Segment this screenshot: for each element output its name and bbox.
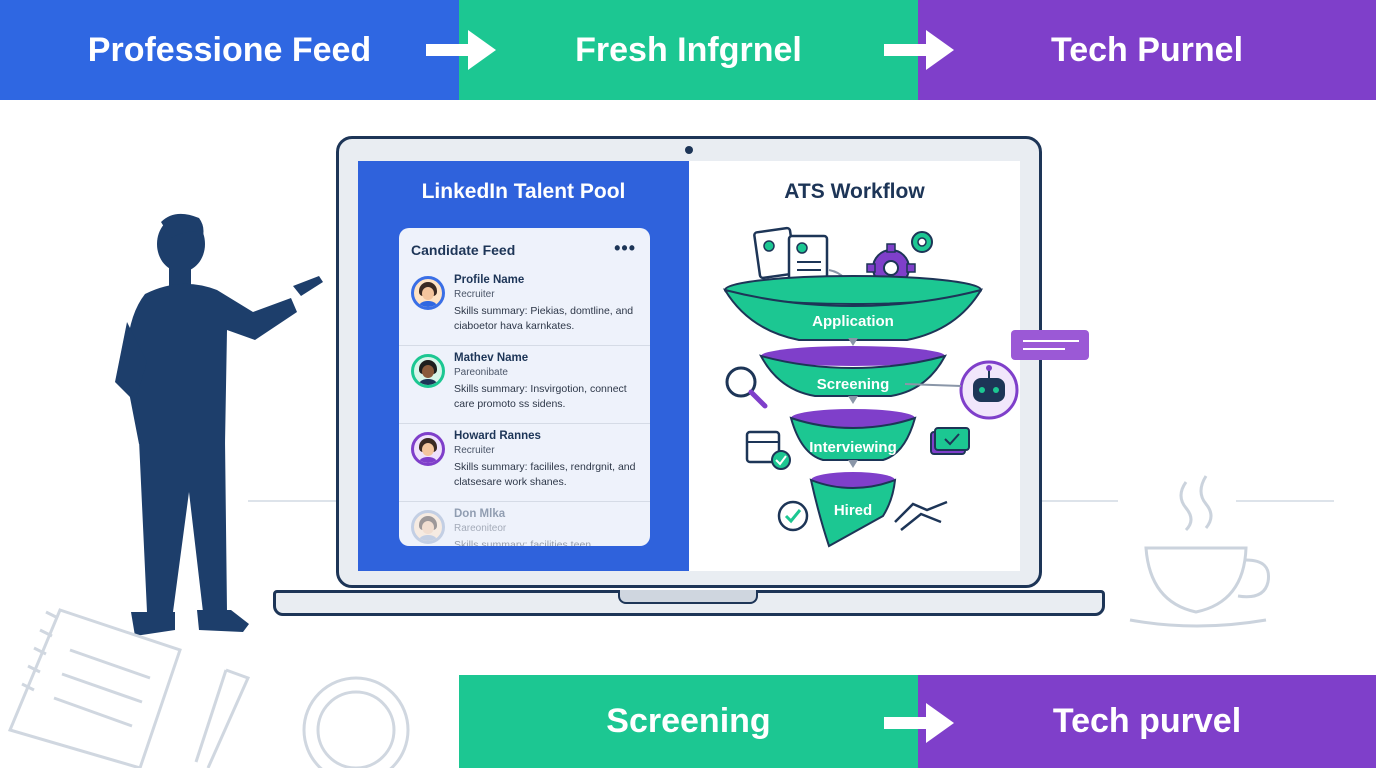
top-stage-1-label: Professione Feed [87, 30, 372, 69]
handshake-icon [894, 500, 948, 531]
top-stage-2-label: Fresh Infgrnel [575, 30, 802, 69]
funnel-stage-hired: Hired [833, 502, 873, 519]
avatar [411, 276, 445, 310]
ats-panel-title: ATS Workflow [784, 180, 925, 203]
check-circle-icon [777, 500, 809, 532]
avatar [411, 432, 445, 466]
card-title: Candidate Feed [411, 242, 516, 258]
documents-icon [753, 226, 829, 288]
speech-bubble-icon [1011, 330, 1089, 360]
candidate-summary: Skills summary: facililes, rendrgnit, an… [454, 461, 636, 488]
camera-dot [685, 146, 693, 154]
funnel-stage-interviewing: Interviewing [809, 439, 897, 456]
candidate-list-item[interactable]: Profile Name Recruiter Skills summary: P… [399, 268, 650, 346]
candidate-name: Mathev Name [454, 352, 529, 364]
candidate-summary: Skills summary: Piekias, domtline, and c… [454, 305, 634, 332]
top-stage-fresh-infgrnel: Fresh Infgrnel [459, 0, 918, 100]
candidate-list-item[interactable]: Howard Rannes Recruiter Skills summary: … [399, 424, 650, 502]
background-line [1042, 500, 1118, 502]
notebook-icon [7, 608, 410, 768]
background-line [1236, 500, 1334, 502]
down-arrow-icon [848, 338, 858, 468]
candidate-name: Profile Name [454, 274, 525, 286]
candidate-summary: Skills summary: Insvirgotion, connect ca… [454, 383, 627, 410]
coffee-cup-icon [1129, 475, 1271, 628]
avatar [411, 354, 445, 388]
top-stage-3-label: Tech Purnel [1050, 30, 1244, 69]
bottom-stage-2-label: Tech purvel [1052, 702, 1242, 740]
candidate-role: Rareoniteor [454, 523, 507, 534]
laptop-notch [618, 590, 758, 604]
bottom-stage-1-label: Screening [606, 702, 771, 740]
bottom-stage-tech-purvel: Tech purvel [918, 675, 1376, 768]
candidate-name: Don Mlka [454, 508, 506, 520]
candidate-role: Recruiter [454, 289, 495, 300]
funnel-stage-application: Application [812, 313, 894, 330]
arrow-right-icon [426, 30, 498, 70]
bottom-stage-screening: Screening [459, 675, 918, 768]
candidate-list-item[interactable]: Mathev Name Pareonibate Skills summary: … [399, 346, 650, 424]
more-options-icon[interactable]: ••• [614, 238, 636, 258]
candidate-role: Recruiter [454, 445, 495, 456]
candidate-list-item[interactable]: Don Mlka Rareoniteor Skills summary: fac… [399, 502, 650, 546]
ats-funnel-graphic [722, 226, 1089, 548]
candidate-role: Pareonibate [454, 367, 508, 378]
background-line [248, 500, 338, 502]
candidate-name: Howard Rannes [454, 430, 541, 442]
search-icon [725, 366, 768, 409]
candidate-summary: Skills summary: facilities teen [454, 539, 592, 546]
avatar [411, 510, 445, 544]
linkedin-panel-title: LinkedIn Talent Pool [421, 180, 626, 203]
presenter-silhouette-icon [115, 213, 323, 636]
arrow-right-icon [884, 703, 956, 743]
calendar-icon [745, 430, 791, 470]
robot-icon [959, 360, 1019, 420]
top-stage-tech-purnel: Tech Purnel [918, 0, 1376, 100]
top-stage-professione-feed: Professione Feed [0, 0, 459, 100]
chat-icon [930, 427, 970, 455]
arrow-right-icon [884, 30, 956, 70]
candidate-feed-card: Candidate Feed ••• Profile Name Recruite… [399, 228, 650, 546]
funnel-stage-screening: Screening [816, 376, 890, 393]
